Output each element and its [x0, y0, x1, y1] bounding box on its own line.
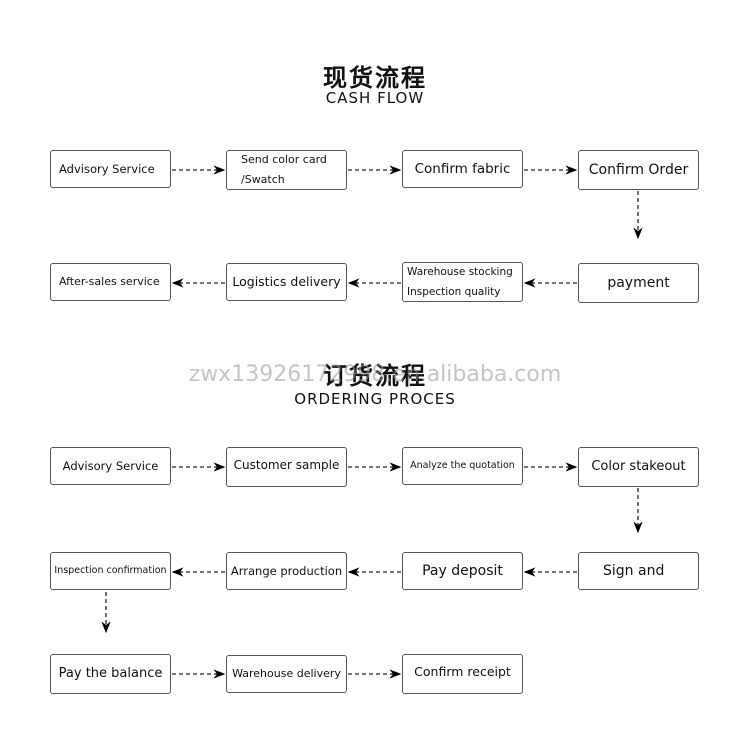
- cf-step-logistics-delivery: Logistics delivery: [226, 263, 347, 301]
- op-step-label: Confirm receipt: [414, 664, 511, 679]
- op-step-label: Analyze the quotation: [410, 460, 515, 471]
- cash-flow-title-cn: 现货流程: [323, 64, 427, 92]
- cf-step-label-line1: Warehouse stocking: [407, 266, 513, 278]
- op-step-advisory-service: Advisory Service: [50, 447, 171, 485]
- cf-step-advisory-service: Advisory Service: [50, 150, 171, 188]
- cash-flow-title-en: CASH FLOW: [325, 89, 425, 107]
- op-step-label: Pay deposit: [422, 563, 503, 579]
- cf-step-label-line2: Inspection quality: [407, 286, 501, 298]
- op-step-label: Warehouse delivery: [232, 667, 341, 680]
- op-step-confirm-receipt: Confirm receipt: [402, 654, 523, 694]
- op-step-label: Arrange production: [230, 564, 343, 578]
- op-step-analyze-quotation: Analyze the quotation: [402, 447, 523, 485]
- op-step-arrange-production: Arrange production: [226, 552, 347, 590]
- ordering-title-en: ORDERING PROCES: [294, 390, 456, 408]
- cf-step-payment: payment: [578, 263, 699, 303]
- cf-step-confirm-order: Confirm Order: [578, 150, 699, 190]
- op-step-warehouse-delivery: Warehouse delivery: [226, 655, 347, 693]
- cf-step-confirm-fabric: Confirm fabric: [402, 150, 523, 188]
- op-step-label: Advisory Service: [62, 459, 159, 473]
- cf-step-label: Confirm fabric: [414, 161, 511, 177]
- op-step-label: Sign and: [603, 563, 665, 579]
- op-step-label: Customer sample: [233, 458, 340, 472]
- cf-step-label: payment: [607, 275, 670, 291]
- op-step-customer-sample: Customer sample: [226, 447, 347, 487]
- op-step-label: Pay the balance: [58, 666, 163, 681]
- op-step-color-stakeout: Color stakeout: [578, 447, 699, 487]
- cf-step-label: Advisory Service: [59, 162, 155, 176]
- cf-step-warehouse-stocking: Warehouse stocking Inspection quality: [402, 262, 523, 302]
- cf-step-send-color-card: Send color card /Swatch: [226, 150, 347, 190]
- op-step-sign-and: Sign and: [578, 552, 699, 590]
- op-step-pay-the-balance: Pay the balance: [50, 654, 171, 694]
- cf-step-label: After-sales service: [59, 275, 160, 288]
- ordering-title-cn: 订货流程: [323, 362, 427, 390]
- cf-step-after-sales-service: After-sales service: [50, 263, 171, 301]
- cf-step-label: Confirm Order: [588, 162, 689, 178]
- cf-step-label: Logistics delivery: [232, 274, 341, 289]
- op-step-pay-deposit: Pay deposit: [402, 552, 523, 590]
- op-step-label: Color stakeout: [591, 459, 686, 474]
- op-step-inspection-confirmation: Inspection confirmation: [50, 552, 171, 590]
- cf-step-label-line2: /Swatch: [241, 173, 285, 186]
- op-step-label: Inspection confirmation: [54, 565, 167, 576]
- cf-step-label-line1: Send color card: [241, 153, 327, 166]
